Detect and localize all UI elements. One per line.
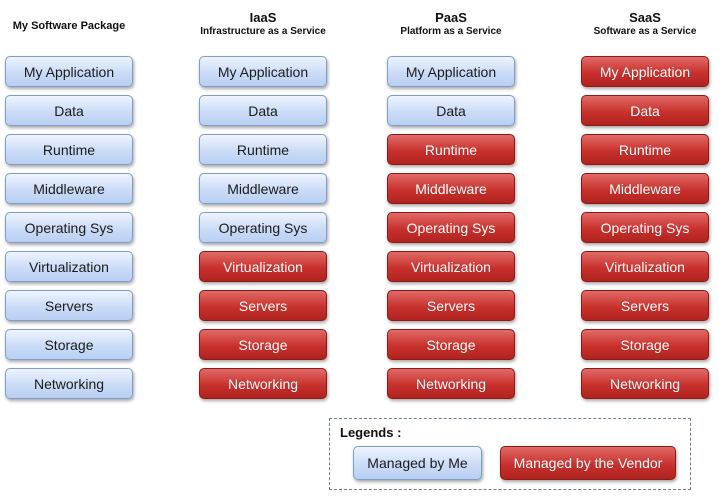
layer-servers: Servers <box>387 290 515 321</box>
header-saas: SaaS Software as a Service <box>570 10 719 37</box>
layer-middleware: Middleware <box>581 173 709 204</box>
layer-runtime: Runtime <box>387 134 515 165</box>
layer-virtualization: Virtualization <box>5 251 133 282</box>
layer-storage: Storage <box>387 329 515 360</box>
legend-managed-by-me: Managed by Me <box>353 446 482 480</box>
layer-networking: Networking <box>199 368 327 399</box>
layer-storage: Storage <box>581 329 709 360</box>
layer-servers: Servers <box>199 290 327 321</box>
layer-middleware: Middleware <box>5 173 133 204</box>
layer-operating-sys: Operating Sys <box>387 212 515 243</box>
layer-networking: Networking <box>581 368 709 399</box>
layer-runtime: Runtime <box>5 134 133 165</box>
header-title: PaaS <box>435 10 467 25</box>
layer-data: Data <box>5 95 133 126</box>
layer-runtime: Runtime <box>199 134 327 165</box>
layer-middleware: Middleware <box>199 173 327 204</box>
header-subtitle: Software as a Service <box>593 26 697 37</box>
layer-operating-sys: Operating Sys <box>5 212 133 243</box>
legend-managed-by-vendor: Managed by the Vendor <box>500 446 676 480</box>
layer-runtime: Runtime <box>581 134 709 165</box>
layer-storage: Storage <box>199 329 327 360</box>
layer-middleware: Middleware <box>387 173 515 204</box>
header-my-software-package: My Software Package <box>0 10 144 32</box>
layer-networking: Networking <box>387 368 515 399</box>
header-title: My Software Package <box>12 20 126 32</box>
layer-virtualization: Virtualization <box>387 251 515 282</box>
layer-networking: Networking <box>5 368 133 399</box>
layer-my-application: My Application <box>387 56 515 87</box>
layer-operating-sys: Operating Sys <box>199 212 327 243</box>
layer-data: Data <box>387 95 515 126</box>
header-iaas: IaaS Infrastructure as a Service <box>188 10 338 37</box>
layer-my-application: My Application <box>5 56 133 87</box>
header-paas: PaaS Platform as a Service <box>376 10 526 37</box>
layer-storage: Storage <box>5 329 133 360</box>
header-subtitle: Infrastructure as a Service <box>200 26 326 37</box>
layer-data: Data <box>581 95 709 126</box>
legend-title: Legends : <box>340 425 402 440</box>
legend: Legends : Managed by Me Managed by the V… <box>329 418 691 490</box>
header-title: SaaS <box>629 10 661 25</box>
header-title: IaaS <box>249 10 277 25</box>
header-subtitle: Platform as a Service <box>400 26 502 37</box>
layer-operating-sys: Operating Sys <box>581 212 709 243</box>
layer-my-application: My Application <box>581 56 709 87</box>
layer-my-application: My Application <box>199 56 327 87</box>
layer-data: Data <box>199 95 327 126</box>
layer-virtualization: Virtualization <box>581 251 709 282</box>
layer-servers: Servers <box>581 290 709 321</box>
layer-servers: Servers <box>5 290 133 321</box>
layer-virtualization: Virtualization <box>199 251 327 282</box>
